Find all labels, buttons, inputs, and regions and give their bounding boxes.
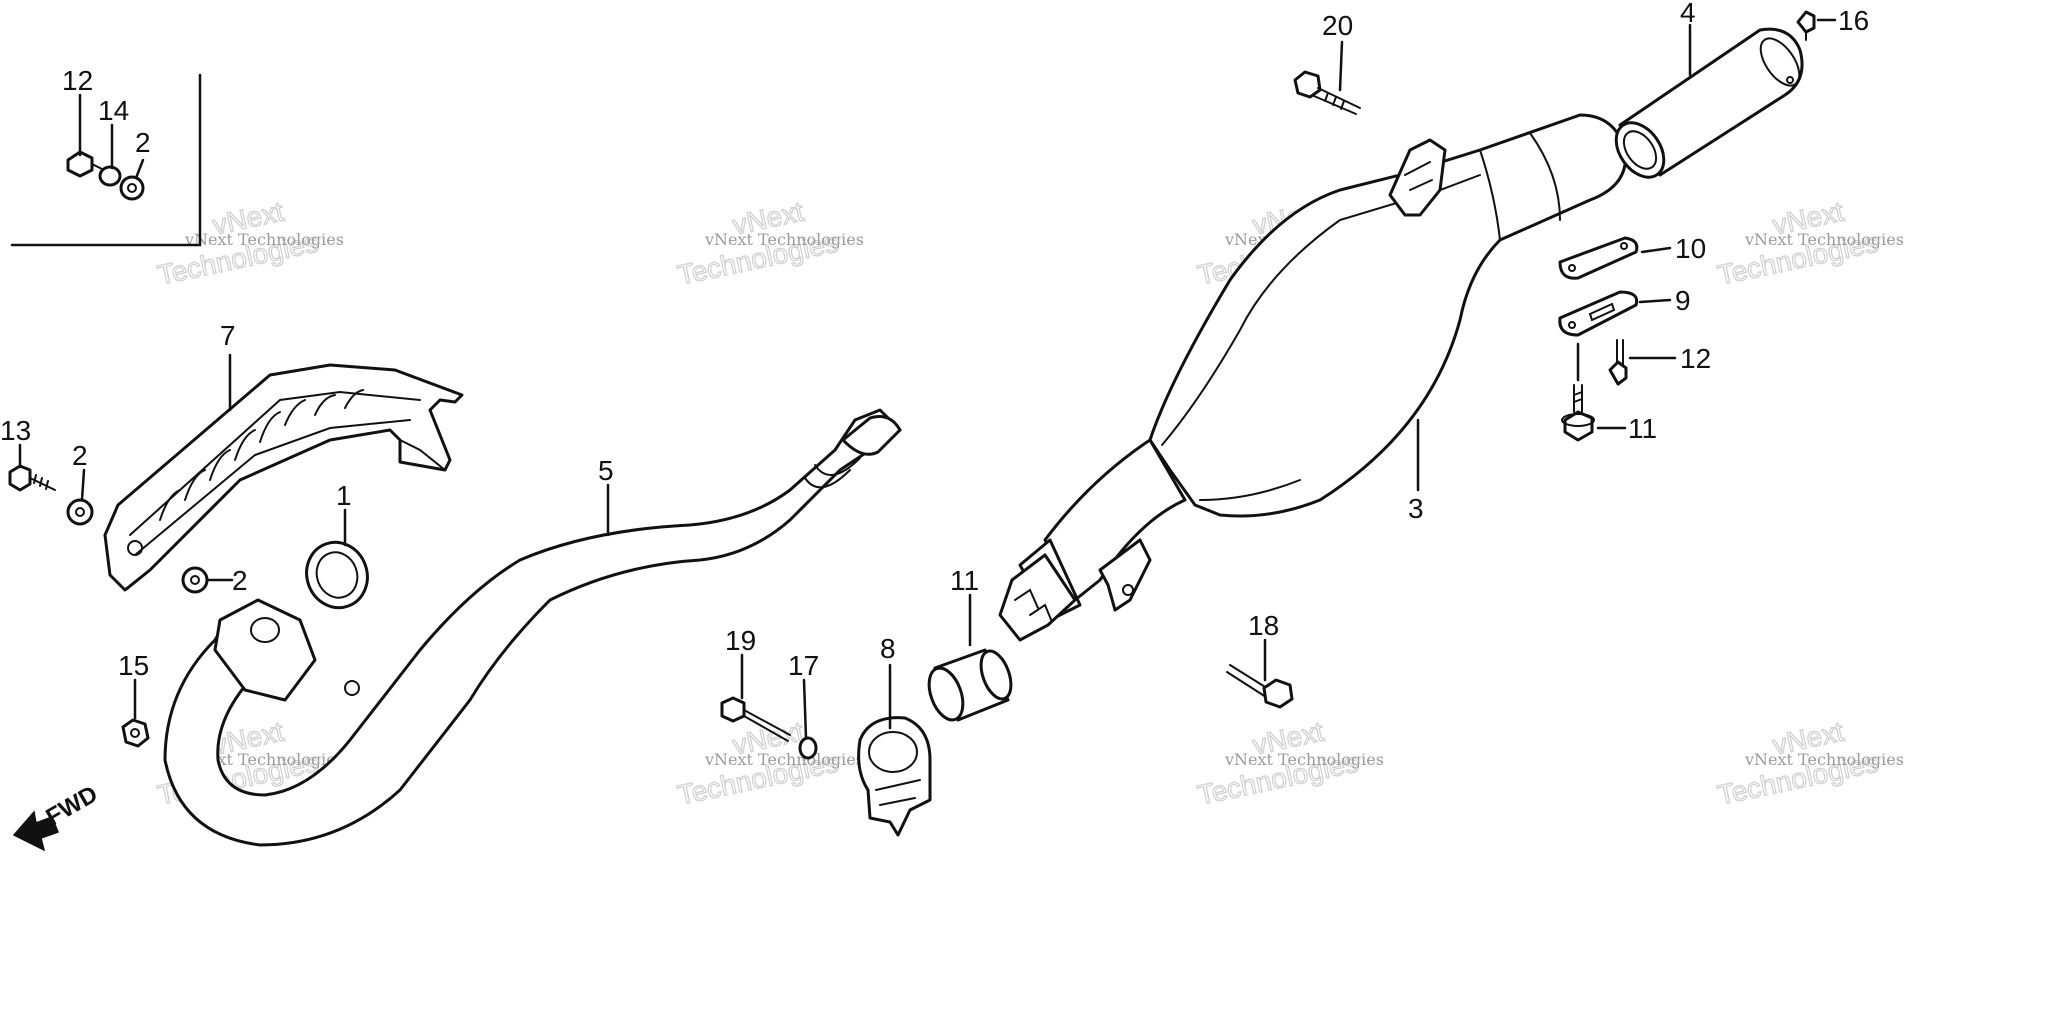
watermark-small: vNext Technologies <box>704 230 864 249</box>
nut-2-mid <box>181 566 209 594</box>
watermark-small: vNext Technologies <box>184 230 344 249</box>
inlet-cone <box>998 553 1077 642</box>
nut-2-inset <box>119 175 145 201</box>
callout-3: 3 <box>1408 493 1424 524</box>
gasket-1 <box>305 540 369 610</box>
callout-17: 17 <box>788 650 819 681</box>
callout-2-inset: 2 <box>135 127 151 158</box>
callout-12: 12 <box>1680 343 1711 374</box>
washer-17 <box>798 736 818 760</box>
bolt-19 <box>720 696 791 742</box>
watermark-small: vNext Technologies <box>184 750 344 769</box>
callout-16: 14 <box>98 95 129 126</box>
inset-frame <box>10 73 202 247</box>
fwd-arrow-icon: FWD <box>12 780 103 852</box>
callout-13: 13 <box>0 415 31 446</box>
callout-19: 19 <box>725 625 756 656</box>
gasket-8 <box>1558 290 1639 337</box>
inset-fasteners <box>66 150 145 201</box>
muffler-3 <box>1018 113 1628 622</box>
washer-16 <box>98 165 122 187</box>
leader-lines <box>18 18 1837 740</box>
watermark-small: vNext Technologies <box>704 750 864 769</box>
callout-15: 15 <box>118 650 149 681</box>
bolt-20 <box>1293 70 1361 115</box>
callout-10: 11 <box>950 565 979 596</box>
callout-5: 5 <box>598 455 614 486</box>
callout-11: 11 <box>1628 413 1657 444</box>
callouts: 12 14 2 7 13 2 2 1 5 15 19 17 8 11 18 3 … <box>0 0 1869 681</box>
callout-2-mid: 2 <box>232 565 248 596</box>
tailpipe-4 <box>1614 27 1804 179</box>
watermark-small: vNext Technologies <box>1744 750 1904 769</box>
bolt-11 <box>1561 384 1595 442</box>
nut-15 <box>121 718 150 748</box>
heat-shield-6 <box>103 363 464 592</box>
callout-8: 9 <box>1675 285 1691 316</box>
callout-9: 10 <box>1675 233 1706 264</box>
callout-2-left: 2 <box>72 440 88 471</box>
screw-14 <box>1796 10 1816 41</box>
fwd-label: FWD <box>42 780 103 831</box>
watermark-small: vNext Technologies <box>1744 230 1904 249</box>
callout-14: 16 <box>1838 5 1869 36</box>
clamp-7 <box>857 716 932 837</box>
nut-2-left <box>66 498 94 526</box>
callout-1: 1 <box>336 480 352 511</box>
bolt-18 <box>1226 664 1294 709</box>
callout-12-inset: 12 <box>62 65 93 96</box>
callout-20: 20 <box>1322 10 1353 41</box>
sleeve-10 <box>927 648 1013 722</box>
exhaust-pipe-5 <box>163 408 902 847</box>
watermark-small: vNext Technologies <box>1224 750 1384 769</box>
callout-18: 18 <box>1248 610 1279 641</box>
plate-9 <box>1558 236 1639 280</box>
bolt-13 <box>8 464 56 492</box>
callout-6: 7 <box>220 320 236 351</box>
bolt-12 <box>1608 339 1628 386</box>
callout-4: 4 <box>1680 0 1696 28</box>
callout-7: 8 <box>880 633 896 664</box>
